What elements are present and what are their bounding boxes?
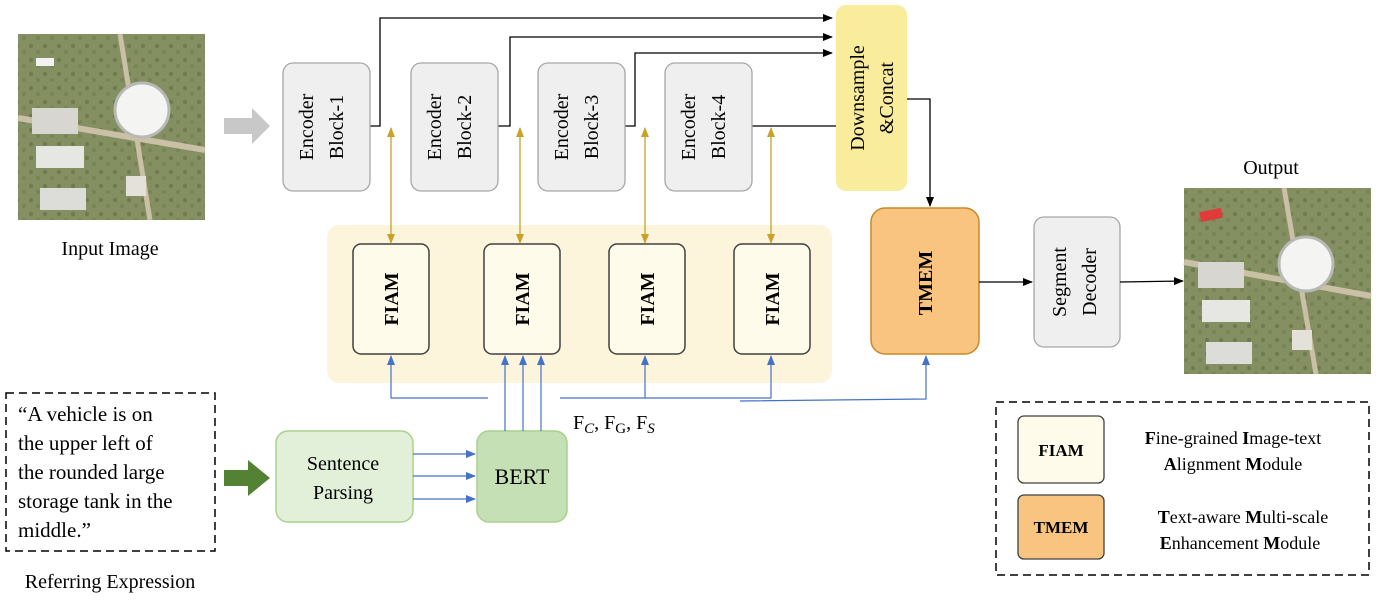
segmentation-mask <box>1199 207 1223 223</box>
encoder-block-1: Encoder Block-1 <box>282 62 371 192</box>
sentence-parsing-line1: Sentence <box>307 453 379 475</box>
bert-block: BERT <box>476 430 568 523</box>
legend-box <box>995 401 1370 576</box>
downsample-concat-block: Downsample &Concat <box>836 5 907 191</box>
feature-sub-g: G <box>615 421 626 437</box>
referring-line-1: “A vehicle is on <box>18 402 153 426</box>
referring-expression-text: “A vehicle is on the upper left of the r… <box>18 402 173 542</box>
referring-line-4: storage tank in the <box>18 489 173 513</box>
legend-tmem: TMEM Text-aware Multi-scale Enhancement … <box>1017 494 1328 560</box>
bert-label: BERT <box>495 464 550 489</box>
encoder-block-3-line2: Block-3 <box>581 95 603 159</box>
output-image-caption: Output <box>1243 157 1299 179</box>
fiam-module-1-label: FIAM <box>381 272 403 325</box>
feature-f-s: F <box>636 412 647 434</box>
encoder-block-2: Encoder Block-2 <box>410 62 499 192</box>
pipeline-arrows <box>979 277 1184 286</box>
fiam-module-4: FIAM <box>733 243 811 355</box>
segment-decoder-line2: Decoder <box>1079 248 1101 316</box>
legend-tmem-badge-label: TMEM <box>1034 518 1089 537</box>
segment-decoder-line1: Segment <box>1049 247 1071 317</box>
feature-sub-s: S <box>647 421 655 437</box>
fiam-panel <box>327 225 832 383</box>
encoder-fiam-arrows <box>387 127 775 244</box>
legend-fiam-line1: Fine-grained Image-text <box>1145 428 1321 448</box>
referring-line-2: the upper left of <box>18 431 153 455</box>
input-image <box>17 33 206 221</box>
feature-sub-c: C <box>584 421 595 437</box>
fiam-module-2: FIAM <box>483 243 561 355</box>
tmem-block-label: TMEM <box>915 251 937 316</box>
output-image <box>1183 187 1372 375</box>
encoder-block-2-line1: Encoder <box>424 93 446 160</box>
sentence-parsing-block: Sentence Parsing <box>275 430 414 523</box>
segment-decoder-block: Segment Decoder <box>1033 216 1121 348</box>
feature-f-c: F <box>573 412 584 434</box>
fiam-module-2-label: FIAM <box>512 272 534 325</box>
encoder-block-4-line1: Encoder <box>678 93 700 160</box>
encoder-block-2-line2: Block-2 <box>454 95 476 159</box>
encoder-block-1-line1: Encoder <box>296 93 318 160</box>
referring-expression-box <box>5 392 216 552</box>
feature-label: FC, FG, FS <box>573 412 655 437</box>
encoder-block-4: Encoder Block-4 <box>664 62 753 192</box>
fiam-module-4-label: FIAM <box>762 272 784 325</box>
fiam-module-3-label: FIAM <box>637 272 659 325</box>
legend-tmem-line2: Enhancement Module <box>1160 533 1320 553</box>
downsample-line2: &Concat <box>876 61 898 134</box>
referring-expression-caption: Referring Expression <box>25 571 196 593</box>
referring-line-3: the rounded large <box>18 460 165 484</box>
fiam-module-1: FIAM <box>352 243 430 355</box>
legend-fiam-badge-label: FIAM <box>1038 441 1083 460</box>
legend-fiam-badge <box>1017 415 1105 484</box>
referring-line-5: middle.” <box>18 518 91 542</box>
input-image-caption: Input Image <box>61 238 158 260</box>
text-input-arrow-icon <box>224 460 270 496</box>
legend-tmem-badge <box>1017 494 1105 560</box>
legend-fiam: FIAM Fine-grained Image-text Alignment M… <box>1017 415 1321 484</box>
tmem-block: TMEM <box>870 207 980 355</box>
skip-connections <box>370 14 934 207</box>
legend-fiam-line2: Alignment Module <box>1164 454 1303 474</box>
fiam-module-3: FIAM <box>608 243 686 355</box>
encoder-block-4-line2: Block-4 <box>708 95 730 159</box>
sentence-parsing-line2: Parsing <box>313 482 373 504</box>
downsample-line1: Downsample <box>847 45 869 151</box>
legend-tmem-line1: Text-aware Multi-scale <box>1158 507 1328 527</box>
feature-f-g: F <box>604 412 615 434</box>
encoder-block-1-line2: Block-1 <box>326 95 348 159</box>
text-feature-arrows <box>387 355 930 503</box>
encoder-block-3-line1: Encoder <box>551 93 573 160</box>
input-arrow-icon <box>224 108 270 144</box>
encoder-block-3: Encoder Block-3 <box>537 62 626 192</box>
